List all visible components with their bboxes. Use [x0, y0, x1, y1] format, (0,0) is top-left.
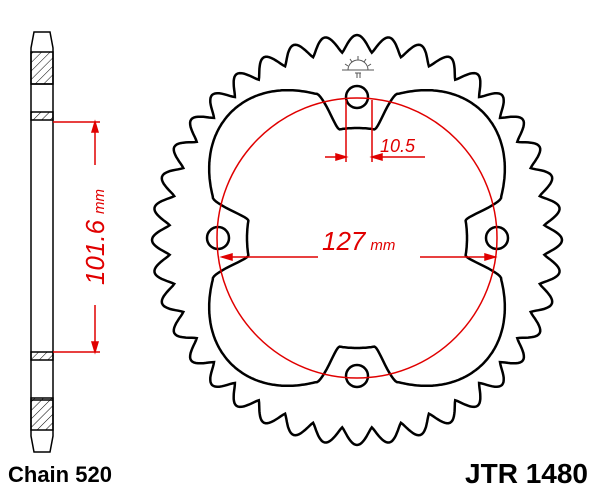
side-profile: [30, 31, 54, 453]
chain-label: Chain 520: [8, 462, 112, 487]
bolt-circle: [216, 97, 498, 379]
bolt-hole: [344, 84, 370, 110]
bolt-hole-label: 10.5: [380, 136, 416, 156]
bolt-hole: [205, 225, 231, 251]
bolt-hole-dimension: [325, 100, 425, 162]
part-number: JTR 1480: [465, 458, 588, 489]
sprocket-teeth-outline: [150, 33, 564, 447]
bolt-hole: [344, 363, 370, 389]
bore-dimension: [53, 119, 100, 355]
bolt-circle-dimension: [219, 252, 498, 262]
center-cutout: [207, 88, 507, 388]
bore-dimension-label: 101.6mm: [80, 189, 110, 285]
brand-logo-icon: [342, 56, 374, 78]
